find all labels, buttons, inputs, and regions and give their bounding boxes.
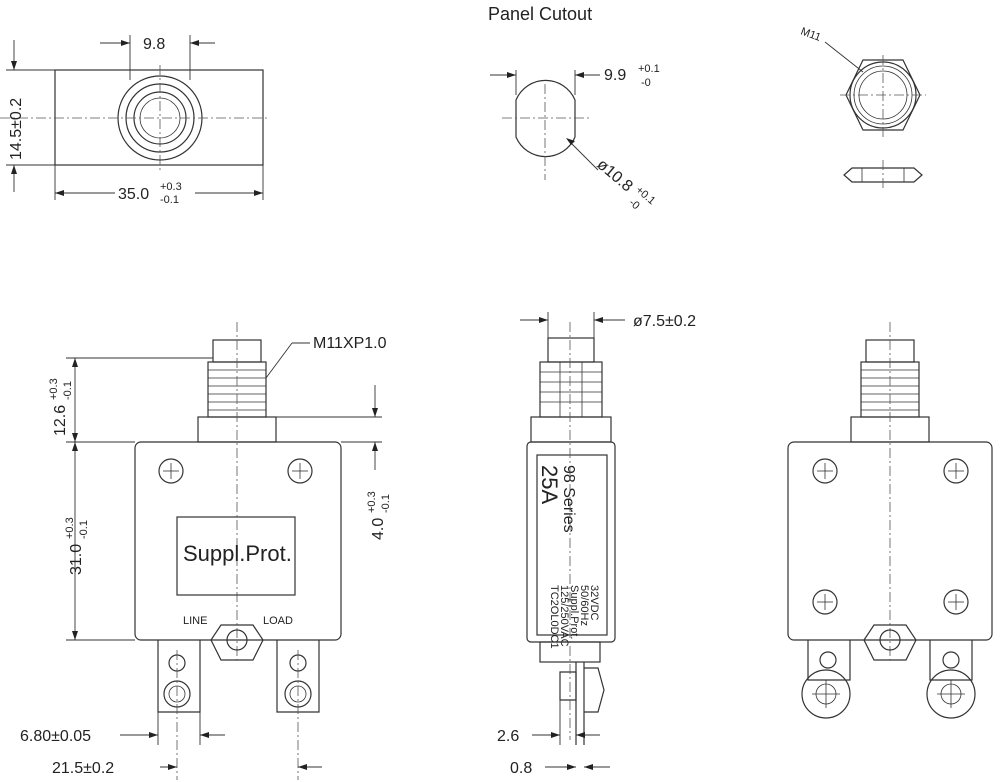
svg-text:+0.1: +0.1: [638, 63, 660, 75]
terminal-width-dim: 6.80±0.05: [20, 728, 91, 745]
stem-height-dim: 12.6: [52, 405, 69, 436]
svg-text:-0: -0: [641, 77, 651, 89]
top-view: 9.8 14.5±0.2 35.0 +0.3 -0.1: [0, 35, 270, 206]
terminal-pitch-dim: 21.5±0.2: [52, 760, 114, 777]
nut-side: [843, 167, 923, 183]
side-label-panel: [536, 454, 608, 636]
top-width-dim: 9.8: [143, 36, 165, 53]
svg-text:50/60Hz: 50/60Hz: [578, 585, 590, 626]
svg-text:+0.3: +0.3: [160, 181, 182, 193]
svg-text:-0.1: -0.1: [78, 520, 90, 539]
svg-text:125/250VAC: 125/250VAC: [558, 585, 570, 647]
panel-cutout: 9.9 +0.1 -0 ø10.8 +0.1 -0: [490, 63, 660, 212]
side-label-text: 98 Series 25A 32VDC 50/60Hz Suppl.Prot. …: [537, 465, 600, 649]
side-thickness-dim: 0.8: [510, 760, 532, 777]
svg-text:+0.3: +0.3: [366, 491, 378, 513]
load-label: LOAD: [263, 615, 293, 627]
svg-text:-0.1: -0.1: [160, 194, 179, 206]
top-view-stem: [133, 91, 187, 145]
cutout-diameter-dim: ø10.8: [593, 156, 635, 195]
top-view-body: [54, 69, 264, 166]
svg-text:Suppl.Prot.: Suppl.Prot.: [568, 585, 580, 639]
svg-text:TC2OL0DC1: TC2OL0DC1: [548, 585, 560, 649]
top-height-dim: 14.5±0.2: [8, 98, 25, 160]
back-left-screw: [801, 669, 851, 719]
cutout-outline: [515, 79, 576, 158]
line-terminal: [157, 640, 201, 713]
svg-text:-0.1: -0.1: [380, 494, 392, 513]
svg-text:32VDC: 32VDC: [588, 585, 600, 621]
side-button: [547, 337, 595, 363]
body-height-dim: 31.0: [68, 544, 85, 575]
front-label-box: [176, 516, 296, 596]
front-thread-label: M11XP1.0: [313, 335, 387, 352]
svg-text:25A: 25A: [537, 465, 562, 504]
line-label: LINE: [183, 615, 207, 627]
front-label-text: Suppl.Prot.: [183, 541, 292, 566]
nut-view: M11: [799, 26, 926, 190]
back-body: [787, 441, 993, 641]
front-body: [134, 441, 342, 641]
svg-text:98 Series: 98 Series: [560, 465, 577, 533]
cutout-flat-dim: 9.9: [604, 67, 626, 84]
svg-text:+0.3: +0.3: [64, 517, 76, 539]
svg-text:-0: -0: [626, 197, 641, 212]
back-right-screw: [926, 669, 976, 719]
screw-offset-dim: 4.0: [370, 518, 387, 540]
side-view: 98 Series 25A 32VDC 50/60Hz Suppl.Prot. …: [497, 312, 696, 777]
front-view: Suppl.Prot. LINE LOAD M11XP1.0 12.6 +0.3…: [20, 322, 392, 780]
side-thread: [539, 361, 603, 418]
back-view: [787, 322, 993, 719]
top-length-dim: 35.0: [118, 186, 149, 203]
panel-cutout-title: Panel Cutout: [488, 4, 592, 24]
nut-thread-label: M11: [799, 26, 822, 44]
side-terminal-dim: 2.6: [497, 728, 519, 745]
side-stem-diameter-dim: ø7.5±0.2: [633, 313, 696, 330]
svg-text:+0.3: +0.3: [48, 378, 60, 400]
svg-text:-0.1: -0.1: [62, 381, 74, 400]
